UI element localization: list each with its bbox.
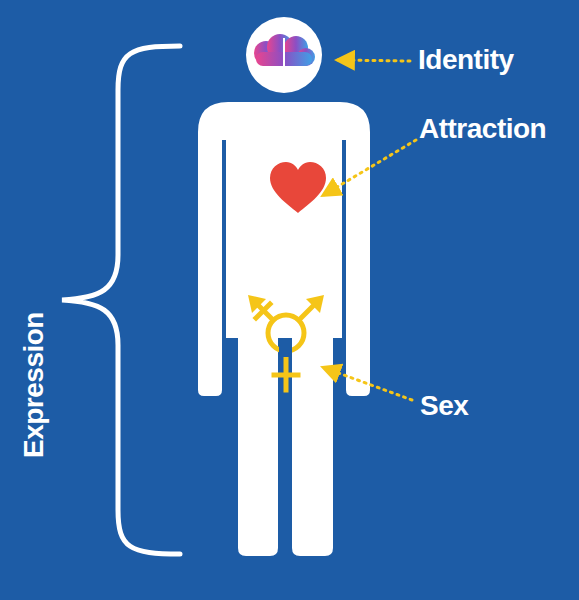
body	[198, 102, 370, 556]
leader-line	[322, 367, 412, 400]
arm-gap	[223, 140, 225, 392]
heart-icon	[270, 162, 326, 213]
bracket-label: Expression	[20, 312, 48, 458]
brain-icon	[254, 34, 315, 66]
callout-label: Identity	[418, 46, 514, 74]
curly-bracket	[62, 46, 180, 554]
brain-divide	[283, 38, 285, 66]
leg-gap	[279, 338, 292, 357]
symbol-arrowheads	[248, 295, 324, 313]
leader-line	[336, 60, 410, 61]
leader-line	[322, 140, 416, 196]
arm-gap	[343, 140, 345, 392]
callout-label: Attraction	[419, 115, 546, 143]
callout-label: Sex	[420, 392, 468, 420]
transgender-symbol	[254, 301, 318, 390]
head	[246, 17, 322, 93]
